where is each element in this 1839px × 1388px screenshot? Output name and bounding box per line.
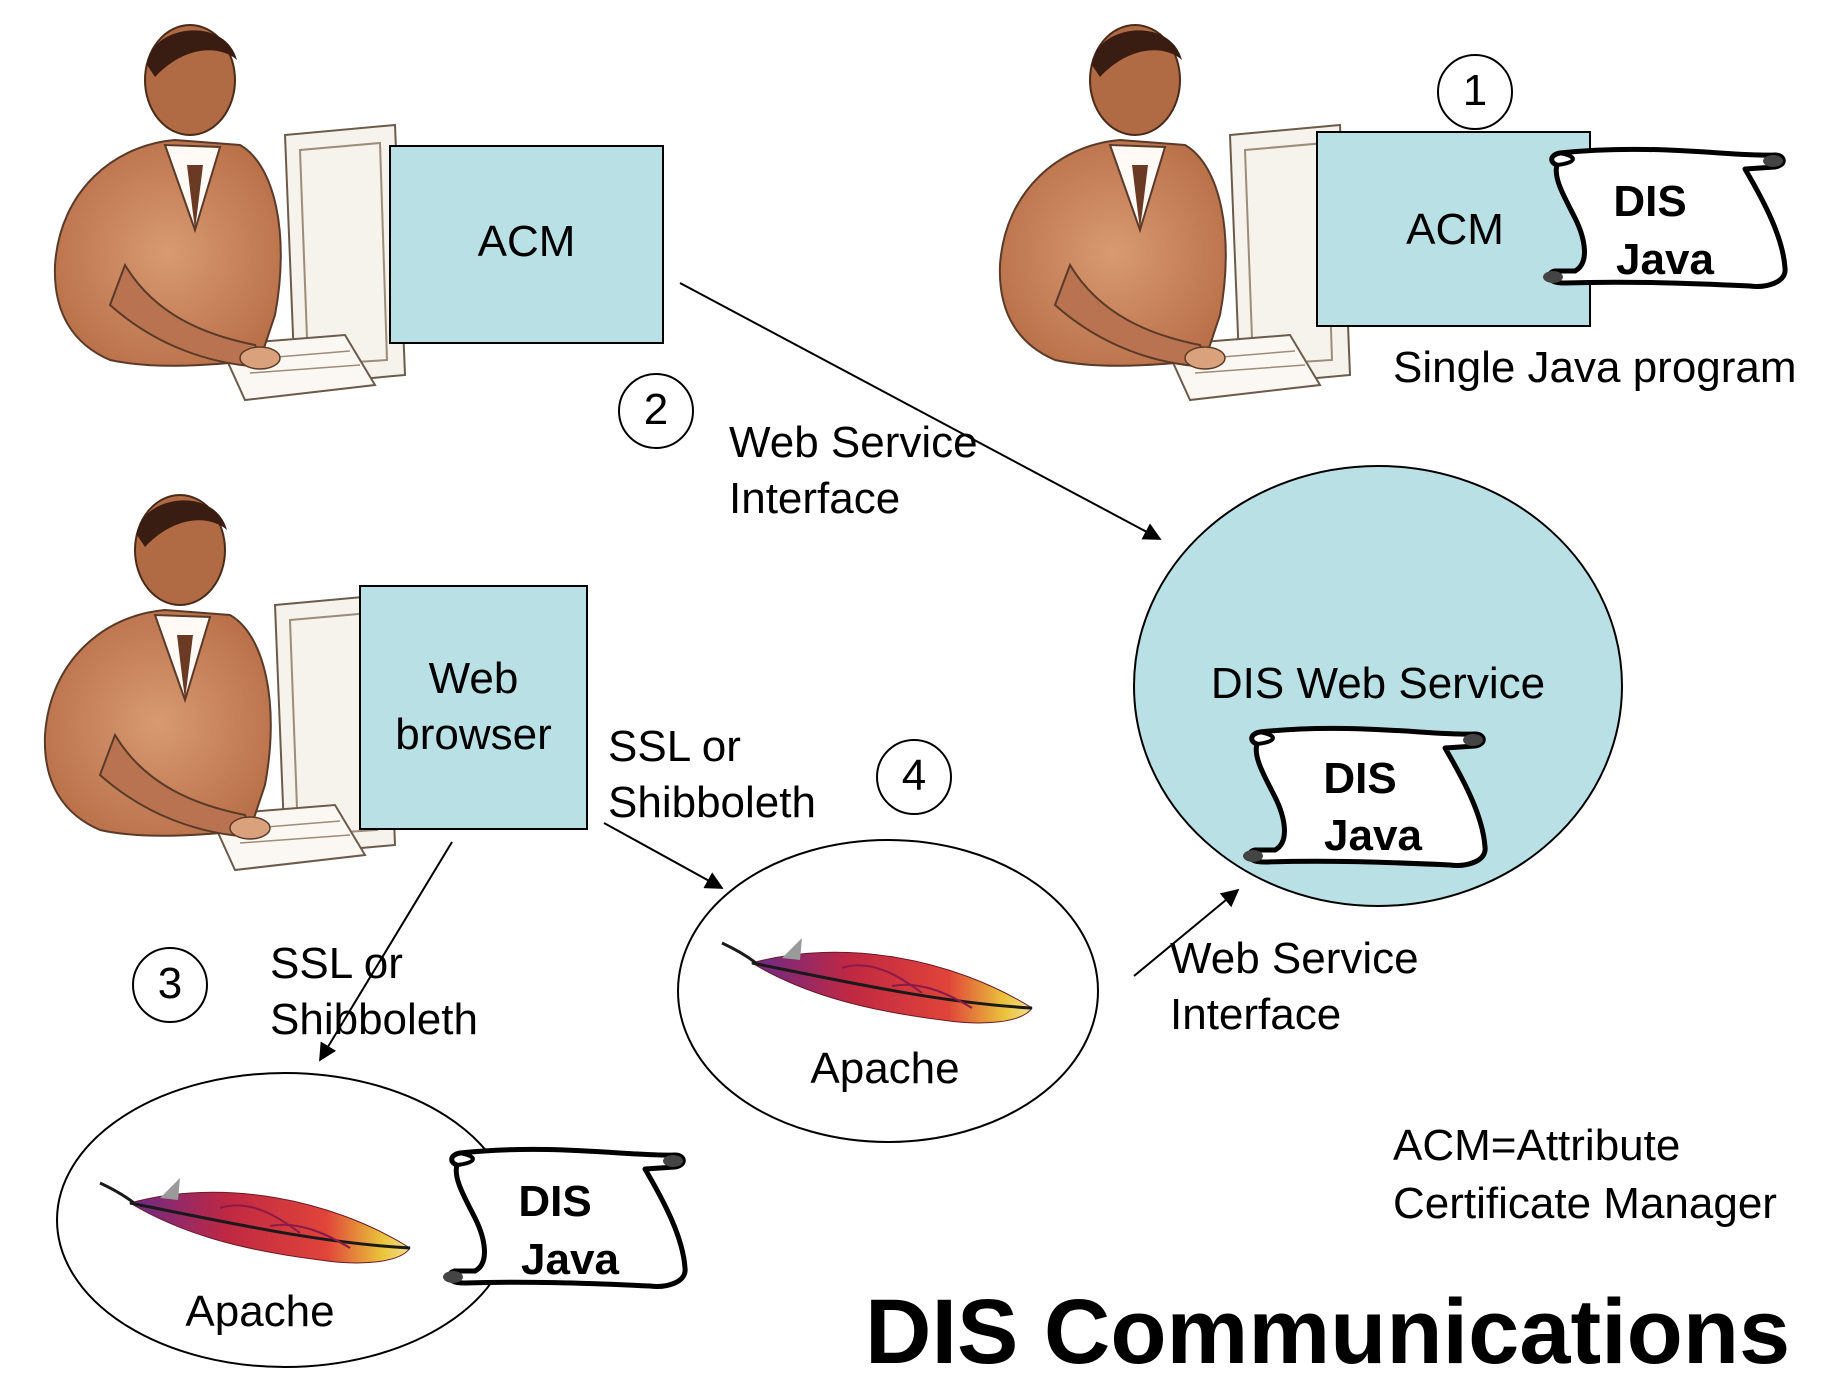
- ssl-label-2-line1: SSL or: [270, 939, 403, 988]
- web-browser-box: [359, 585, 588, 830]
- web-browser-label-line2: browser: [395, 710, 552, 759]
- single-java-label: Single Java program: [1393, 343, 1797, 392]
- step-3-number: 3: [157, 959, 183, 1008]
- step-1-circle: [1437, 54, 1513, 130]
- step-3-circle: [132, 947, 208, 1023]
- step-2-number: 2: [643, 385, 669, 434]
- ssl-label-1-line2: Shibboleth: [608, 778, 816, 827]
- dis-web-service-label: DIS Web Service: [1210, 659, 1546, 708]
- acm-definition-line2: Certificate Manager: [1393, 1179, 1777, 1228]
- scroll-text-java: Java: [521, 1235, 619, 1284]
- acm-box-left: [389, 145, 664, 344]
- web-service-interface-label-2-line2: Interface: [1170, 990, 1342, 1039]
- web-service-interface-label-1-line2: Interface: [729, 474, 901, 523]
- arrow-browser-to-apache-bottom: [319, 841, 453, 1062]
- step-4-circle: [876, 739, 952, 815]
- person-at-computer-icon: [43, 494, 396, 871]
- step-1-number: 1: [1462, 66, 1488, 115]
- scroll-text-java: Java: [1616, 235, 1714, 284]
- page-title: DIS Communications: [865, 1281, 1791, 1383]
- scroll-text-dis: DIS: [1613, 177, 1687, 226]
- web-service-interface-label-1-line1: Web Service: [729, 418, 978, 467]
- web-service-interface-label-2-line1: Web Service: [1170, 934, 1419, 983]
- dis-web-service-circle: [1133, 465, 1623, 907]
- scroll-text-dis: DIS: [518, 1177, 592, 1226]
- person-at-computer-icon: [998, 24, 1351, 401]
- acm-label-right: ACM: [1406, 205, 1504, 254]
- apache-label-bottom: Apache: [185, 1287, 335, 1336]
- apache-label-middle: Apache: [810, 1044, 960, 1093]
- acm-label-left: ACM: [477, 217, 576, 266]
- web-browser-label-line1: Web: [428, 654, 519, 703]
- acm-definition-line1: ACM=Attribute: [1393, 1121, 1681, 1170]
- scroll-text-dis: DIS: [1323, 754, 1397, 803]
- ssl-label-2-line2: Shibboleth: [270, 995, 478, 1044]
- person-at-computer-icon: [53, 24, 406, 401]
- acm-box-right: [1316, 131, 1591, 327]
- step-4-number: 4: [901, 751, 927, 800]
- step-2-circle: [618, 373, 694, 449]
- ssl-label-1-line1: SSL or: [608, 722, 741, 771]
- arrow-acm-to-service: [679, 282, 1162, 540]
- scroll-text-java: Java: [1324, 811, 1422, 860]
- arrow-apache-to-service: [1133, 888, 1240, 977]
- arrow-browser-to-apache-middle: [603, 822, 724, 889]
